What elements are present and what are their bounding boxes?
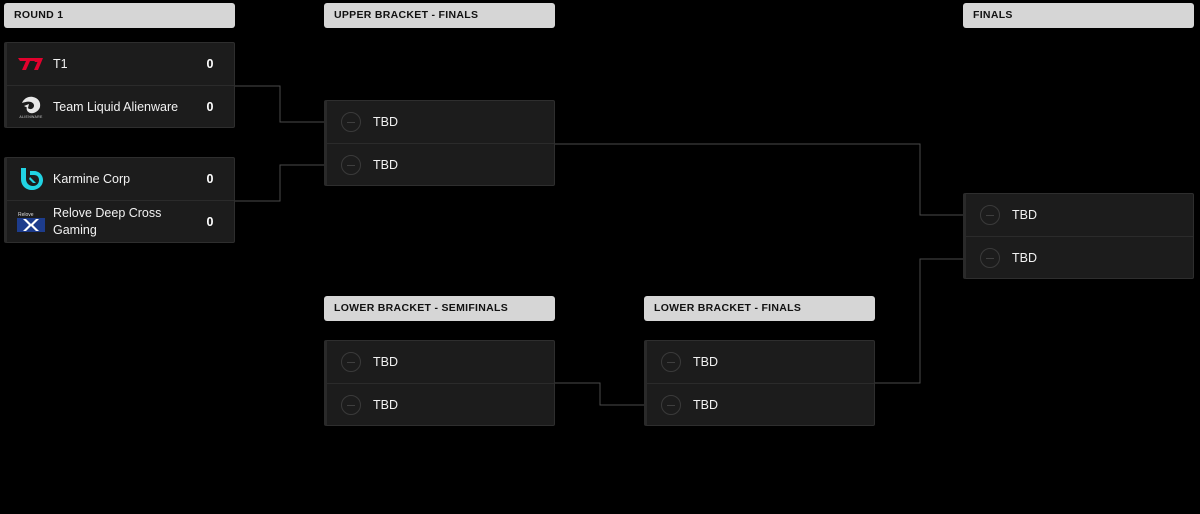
round-header-round1: ROUND 1 [4,3,235,28]
team-row[interactable]: TBD [327,341,554,384]
team-liquid-logo-caption: ALIENWARE [19,115,43,119]
team-name: TBD [693,354,718,369]
placeholder-team-icon [337,151,365,179]
connector-semis-to-lowerfinals [555,382,645,406]
team-name: Relove Deep Cross Gaming [53,206,162,237]
team-row[interactable]: T1 0 [7,43,234,86]
team-row[interactable]: ALIENWARE Team Liquid Alienware 0 [7,86,234,128]
match-round1-1[interactable]: T1 0 ALIENWARE Team Liquid Alienware 0 [4,42,235,128]
deep-cross-gaming-logo-caption: Relove [18,212,34,218]
team-row[interactable]: TBD [647,384,874,426]
team-name: TBD [373,397,398,412]
team-name: Karmine Corp [53,171,131,186]
team-name: TBD [693,397,718,412]
team-name: T1 [53,56,68,71]
team-row[interactable]: TBD [966,194,1193,237]
connector-upper-to-finals [555,143,965,216]
placeholder-team-icon [337,391,365,419]
team-row[interactable]: TBD [327,144,554,186]
match-round1-2[interactable]: Karmine Corp 0 Relove Relove Deep Cross … [4,157,235,243]
team-name: Team Liquid Alienware [53,99,179,114]
team-row[interactable]: TBD [327,101,554,144]
placeholder-team-icon [976,201,1004,229]
team-score: 0 [206,172,214,186]
team-name: TBD [373,354,398,369]
team-row[interactable]: TBD [327,384,554,426]
round-header-lower-semifinals: LOWER BRACKET - SEMIFINALS [324,296,555,321]
connector-lowerfinals-to-finals [875,258,965,384]
deep-cross-gaming-logo: Relove [17,208,45,236]
team-row[interactable]: TBD [647,341,874,384]
karmine-corp-logo [17,165,45,193]
round-header-upper-finals: UPPER BRACKET - FINALS [324,3,555,28]
placeholder-team-icon [976,244,1004,272]
match-lower-finals[interactable]: TBD TBD [644,340,875,426]
placeholder-team-icon [337,108,365,136]
connector-r1m1-to-upper [235,85,325,123]
team-liquid-logo: ALIENWARE [17,93,45,121]
placeholder-team-icon [657,348,685,376]
team-name: TBD [373,114,398,129]
team-score: 0 [206,215,214,229]
team-name: TBD [373,157,398,172]
team-score: 0 [206,57,214,71]
team-row[interactable]: Relove Relove Deep Cross Gaming 0 [7,201,234,243]
team-row[interactable]: TBD [966,237,1193,279]
round-header-finals: FINALS [963,3,1194,28]
placeholder-team-icon [337,348,365,376]
team-score: 0 [206,100,214,114]
team-row[interactable]: Karmine Corp 0 [7,158,234,201]
match-finals[interactable]: TBD TBD [963,193,1194,279]
connector-r1m2-to-upper [235,164,325,202]
placeholder-team-icon [657,391,685,419]
t1-logo [17,50,45,78]
round-header-lower-finals: LOWER BRACKET - FINALS [644,296,875,321]
match-lower-semifinals[interactable]: TBD TBD [324,340,555,426]
match-upper-finals[interactable]: TBD TBD [324,100,555,186]
team-name: TBD [1012,250,1037,265]
team-name: TBD [1012,207,1037,222]
